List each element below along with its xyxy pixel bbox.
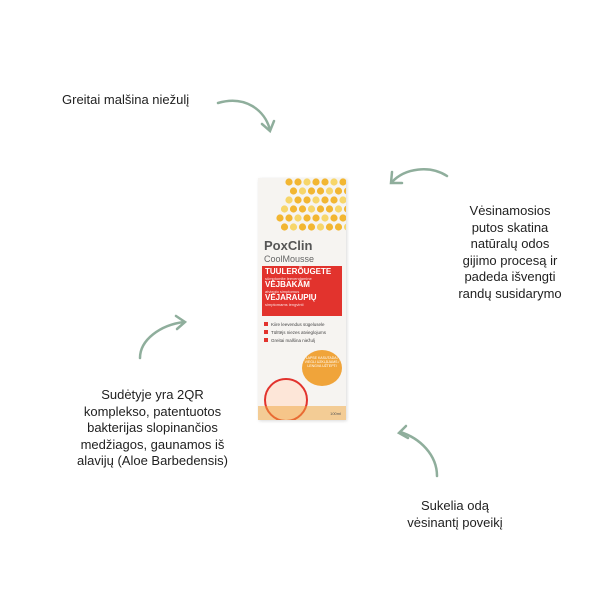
- dot: [334, 223, 343, 231]
- dot: [298, 205, 307, 213]
- volume: 100ml: [330, 411, 341, 416]
- dot: [307, 223, 316, 231]
- annotation-itching: Greitai malšina niežulį: [62, 92, 190, 107]
- dot: [339, 178, 346, 186]
- dot: [280, 205, 289, 213]
- bottom-band: [258, 406, 346, 420]
- dot: [298, 223, 307, 231]
- dot: [303, 178, 311, 186]
- dot: [294, 178, 302, 186]
- dot: [339, 214, 346, 222]
- dot: [298, 187, 307, 195]
- dot: [307, 187, 316, 195]
- dot: [325, 205, 334, 213]
- bullet: Kiire leevendus sügelusele: [264, 322, 325, 327]
- dot: [312, 178, 320, 186]
- dot: [316, 187, 325, 195]
- dot: [343, 223, 346, 231]
- dot: [316, 205, 325, 213]
- dot: [307, 205, 316, 213]
- bullet: Tūlītējs niezes atvieglojums: [264, 330, 326, 335]
- dot: [285, 196, 293, 204]
- dot: [312, 214, 320, 222]
- bullet: Greitai malšina niežulį: [264, 338, 315, 343]
- dots-pattern: [276, 178, 346, 231]
- dot: [325, 223, 334, 231]
- dot: [330, 214, 338, 222]
- dot: [289, 205, 298, 213]
- dot: [343, 187, 346, 195]
- product-line: CoolMousse: [264, 254, 315, 264]
- badge: LAPSE KASUTADA / VIEGLI UZKLĀJAMS / LENG…: [302, 350, 342, 386]
- dot: [294, 196, 302, 204]
- dot: [321, 214, 329, 222]
- dot: [303, 196, 311, 204]
- dot: [285, 178, 293, 186]
- dot: [339, 196, 346, 204]
- dot: [330, 196, 338, 204]
- dot: [289, 223, 298, 231]
- dot: [321, 196, 329, 204]
- dot: [334, 187, 343, 195]
- dot: [285, 214, 293, 222]
- dot: [312, 196, 320, 204]
- dot: [325, 187, 334, 195]
- dot: [294, 214, 302, 222]
- dot: [303, 214, 311, 222]
- dot: [280, 223, 289, 231]
- dot: [276, 214, 284, 222]
- dot: [343, 205, 346, 213]
- brand-logo: PoxClin: [264, 238, 313, 253]
- dot: [334, 205, 343, 213]
- dot: [321, 178, 329, 186]
- dot: [330, 178, 338, 186]
- dot: [316, 223, 325, 231]
- dot: [289, 187, 298, 195]
